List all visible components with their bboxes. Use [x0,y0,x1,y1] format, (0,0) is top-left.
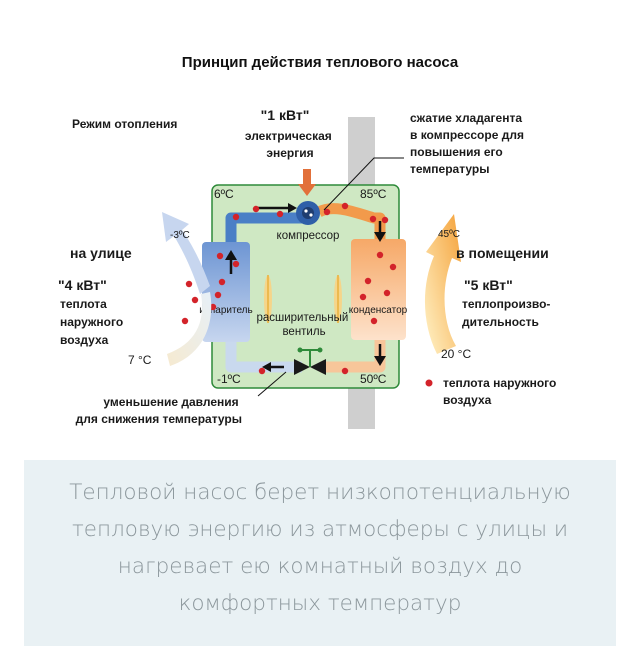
pipe-cold-top [225,212,304,246]
outdoor-air-in-arrow [167,292,212,366]
diagram-panel: Принцип действия теплового насоса компре… [24,24,616,460]
heat-pump-diagram: Принцип действия теплового насоса компре… [58,54,560,429]
electric-label: электрическая энергия [245,129,335,160]
condenser-label: конденсатор [349,305,408,316]
compression-leader [323,157,404,211]
outside-label: на улице [70,245,132,261]
electric-arrow [303,169,311,185]
outdoor-air-out-arrow [162,212,210,294]
outside-temp: 7 °C [128,353,152,367]
caption-line: Тепловой насос берет низкопотенциальную [69,480,571,505]
temp-top-right: 85ºC [360,187,387,201]
indoor-air-arrow [424,214,461,354]
inside-power: теплопроизво- дительность [462,297,554,329]
compressor-label: компрессор [277,230,340,242]
inside-value: "5 кВт" [464,277,513,293]
valve-icon [294,347,326,375]
inside-temp: 20 °C [441,347,471,361]
compression-note: сжатие хладагента в компрессоре для повы… [410,111,527,176]
heat-dots [181,202,397,375]
diagram-title: Принцип действия теплового насоса [182,54,459,71]
temp-top-left: 6ºC [214,187,234,201]
temp-bottom-right: 50ºC [360,372,387,386]
pressure-note: уменьшение давления для снижения темпера… [76,395,242,426]
mode-label: Режим отопления [72,117,177,131]
caption-line: тепловую энергию из атмосферы с улицы и [71,517,569,542]
outside-heat: теплота наружного воздуха [60,297,127,347]
indoor-out-temp: 45ºC [438,229,460,240]
flow-arrows [225,203,386,372]
valve-label: расширительный вентиль [256,312,351,338]
electric-value: "1 кВт" [261,107,310,123]
temp-bottom-left: -1ºC [217,372,241,386]
evaporator [202,242,250,342]
pipe-hot-bottom [320,329,386,373]
legend-text: теплота наружного воздуха [443,376,560,407]
inside-label: в помещении [456,245,549,261]
caption-line: комфортных температур [178,591,462,616]
evaporator-label: испаритель [199,305,252,316]
pressure-leader [257,371,287,397]
outside-value: "4 кВт" [58,277,107,293]
caption-line: нагревает ею комнатный воздух до [117,554,523,579]
outdoor-out-temp: -3ºC [170,230,190,241]
legend-dot [425,379,433,387]
caption: Тепловой насос берет низкопотенциальную … [24,474,616,622]
